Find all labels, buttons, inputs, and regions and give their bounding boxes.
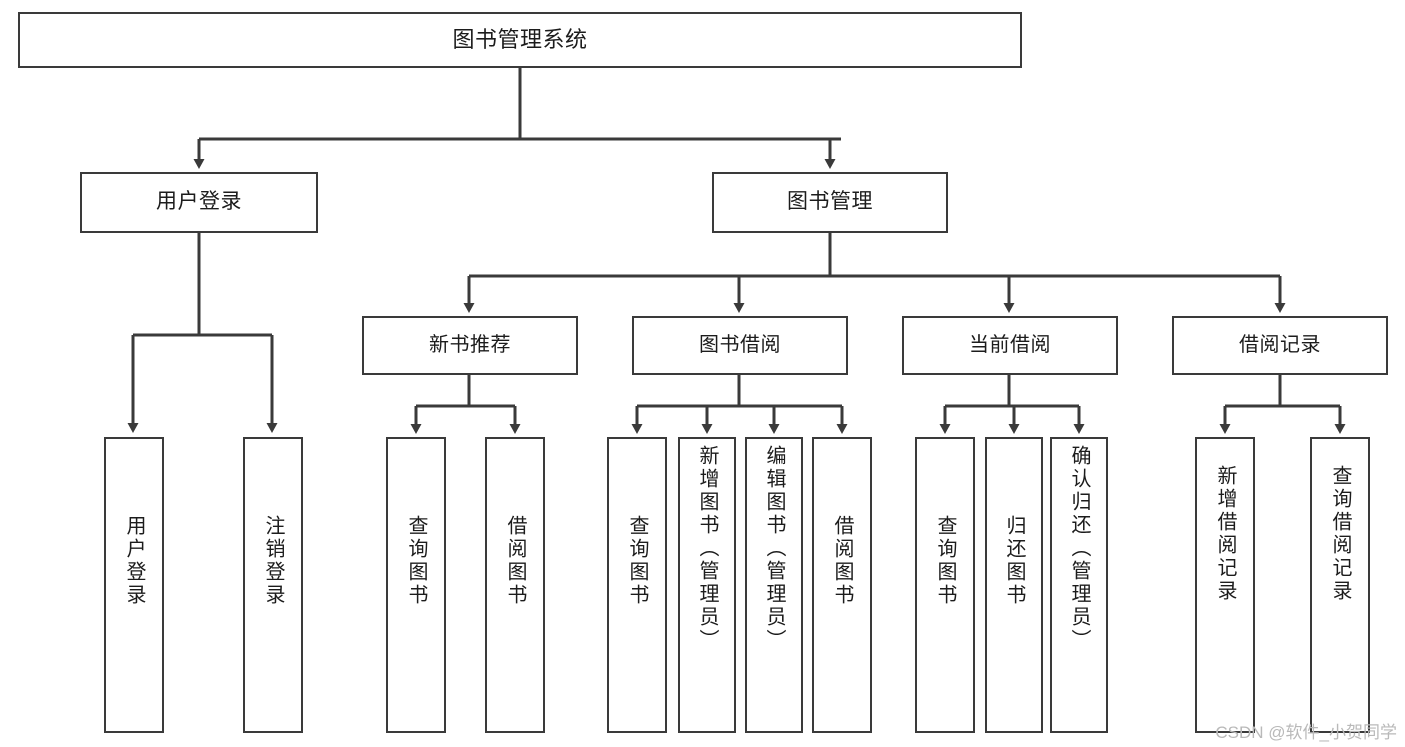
node-leaf-query-book-3-label: 查询图书 [934,515,956,607]
node-book-manage-label: 图书管理 [787,190,873,214]
node-root[interactable]: 图书管理系统 [18,12,1022,68]
node-leaf-user-login[interactable]: 用户登录 [104,437,164,733]
node-current-borrow-label: 当前借阅 [969,333,1051,356]
node-leaf-query-book-1-label: 查询图书 [405,515,427,607]
node-new-book-rec-label: 新书推荐 [429,333,511,356]
node-leaf-logout[interactable]: 注销登录 [243,437,303,733]
node-leaf-query-book-2[interactable]: 查询图书 [607,437,667,733]
node-leaf-query-book-3[interactable]: 查询图书 [915,437,975,733]
watermark: CSDN @软件_小贺同学 [1215,723,1397,742]
node-new-book-rec[interactable]: 新书推荐 [362,316,578,375]
node-leaf-add-book[interactable]: 新增图书（管理员） [678,437,736,733]
node-leaf-add-record[interactable]: 新增借阅记录 [1195,437,1255,733]
node-book-manage[interactable]: 图书管理 [712,172,948,233]
node-leaf-edit-book[interactable]: 编辑图书（管理员） [745,437,803,733]
node-leaf-add-record-label: 新增借阅记录 [1214,465,1236,603]
node-borrow-record-label: 借阅记录 [1239,333,1321,356]
node-leaf-logout-label: 注销登录 [262,515,284,607]
node-book-borrow[interactable]: 图书借阅 [632,316,848,375]
node-borrow-record[interactable]: 借阅记录 [1172,316,1388,375]
node-leaf-query-record[interactable]: 查询借阅记录 [1310,437,1370,733]
node-root-label: 图书管理系统 [452,27,588,53]
node-leaf-borrow-book-2[interactable]: 借阅图书 [812,437,872,733]
node-leaf-edit-book-label: 编辑图书（管理员） [763,445,785,652]
node-leaf-borrow-book-1[interactable]: 借阅图书 [485,437,545,733]
node-user-login[interactable]: 用户登录 [80,172,318,233]
node-leaf-confirm-return-label: 确认归还（管理员） [1068,445,1090,652]
node-book-borrow-label: 图书借阅 [699,333,781,356]
node-leaf-borrow-book-2-label: 借阅图书 [831,515,853,607]
node-user-login-label: 用户登录 [156,190,242,214]
node-leaf-return-book-label: 归还图书 [1003,515,1025,607]
node-leaf-return-book[interactable]: 归还图书 [985,437,1043,733]
node-leaf-borrow-book-1-label: 借阅图书 [504,515,526,607]
node-leaf-add-book-label: 新增图书（管理员） [696,445,718,652]
node-leaf-query-record-label: 查询借阅记录 [1329,465,1351,603]
node-leaf-confirm-return[interactable]: 确认归还（管理员） [1050,437,1108,733]
node-leaf-user-login-label: 用户登录 [123,515,145,607]
node-leaf-query-book-1[interactable]: 查询图书 [386,437,446,733]
node-leaf-query-book-2-label: 查询图书 [626,515,648,607]
node-current-borrow[interactable]: 当前借阅 [902,316,1118,375]
